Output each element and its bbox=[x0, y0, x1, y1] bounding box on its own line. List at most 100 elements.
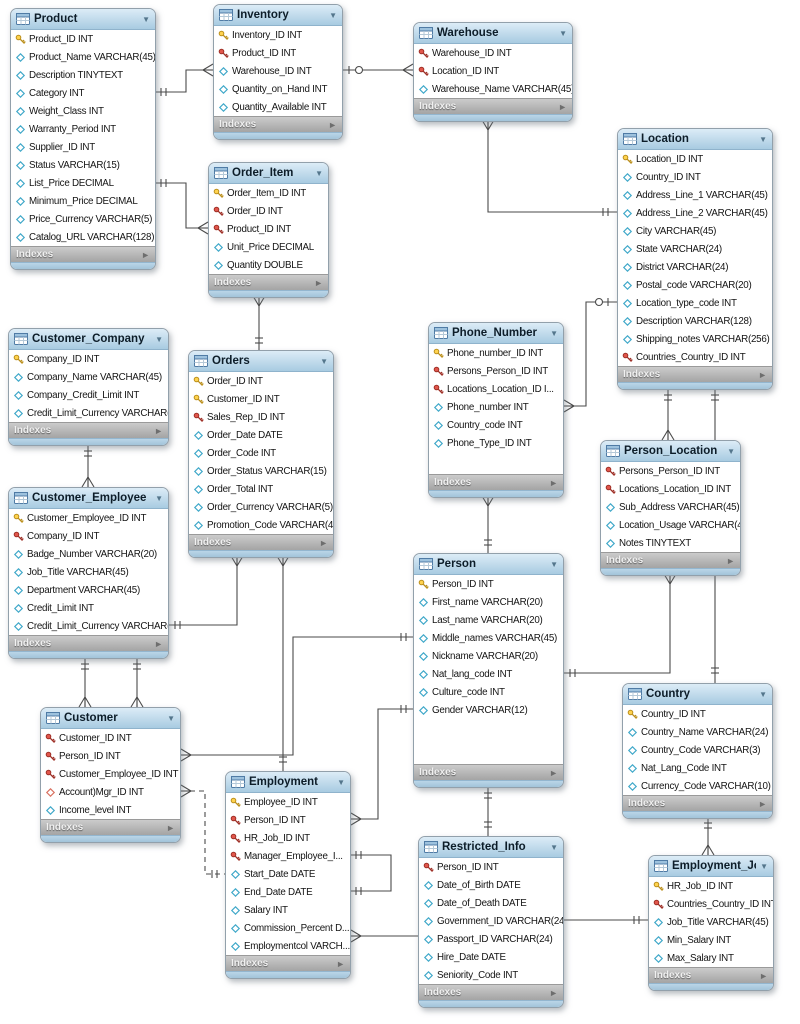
table-header[interactable]: Employment▼ bbox=[226, 772, 350, 793]
table-header[interactable]: Customer_Employee▼ bbox=[9, 488, 168, 509]
expand-icon[interactable]: ► bbox=[558, 101, 567, 112]
relationship-line-product-inventory[interactable] bbox=[156, 69, 213, 93]
column-row[interactable]: Product_ID INT bbox=[209, 220, 328, 238]
column-row[interactable]: Min_Salary INT bbox=[649, 931, 773, 949]
column-row[interactable]: Middle_names VARCHAR(45) bbox=[414, 629, 563, 647]
column-row[interactable]: Company_ID INT bbox=[9, 527, 168, 545]
indexes-bar[interactable]: Indexes► bbox=[41, 819, 180, 835]
column-row[interactable]: Locations_Location_ID INT bbox=[601, 480, 740, 498]
column-row[interactable]: Status VARCHAR(15) bbox=[11, 156, 155, 174]
column-row[interactable]: Persons_Person_ID INT bbox=[429, 362, 563, 380]
column-row[interactable]: Badge_Number VARCHAR(20) bbox=[9, 545, 168, 563]
column-row[interactable]: Hire_Date DATE bbox=[419, 948, 563, 966]
column-row[interactable]: Location_type_code INT bbox=[618, 294, 772, 312]
collapse-icon[interactable]: ▼ bbox=[550, 842, 558, 852]
column-row[interactable]: Warehouse_Name VARCHAR(45) bbox=[414, 80, 572, 98]
indexes-bar[interactable]: Indexes► bbox=[209, 274, 328, 290]
collapse-icon[interactable]: ▼ bbox=[315, 168, 323, 178]
column-row[interactable]: HR_Job_ID INT bbox=[649, 877, 773, 895]
relationship-line-product-order_item[interactable] bbox=[156, 182, 208, 229]
column-row[interactable]: Max_Salary INT bbox=[649, 949, 773, 967]
column-row[interactable]: District VARCHAR(24) bbox=[618, 258, 772, 276]
indexes-bar[interactable]: Indexes► bbox=[214, 116, 342, 132]
column-row[interactable]: Phone_number INT bbox=[429, 398, 563, 416]
column-row[interactable]: Salary INT bbox=[226, 901, 350, 919]
column-row[interactable]: Warehouse_ID INT bbox=[414, 44, 572, 62]
indexes-bar[interactable]: Indexes► bbox=[649, 967, 773, 983]
column-row[interactable]: Location_Usage VARCHAR(4... bbox=[601, 516, 740, 534]
table-header[interactable]: Product▼ bbox=[11, 9, 155, 30]
column-row[interactable]: Account)Mgr_ID INT bbox=[41, 783, 180, 801]
expand-icon[interactable]: ► bbox=[319, 537, 328, 548]
table-header[interactable]: Person_Location▼ bbox=[601, 441, 740, 462]
column-row[interactable]: Location_ID INT bbox=[414, 62, 572, 80]
table-header[interactable]: Order_Item▼ bbox=[209, 163, 328, 184]
collapse-icon[interactable]: ▼ bbox=[759, 134, 767, 144]
indexes-bar[interactable]: Indexes► bbox=[618, 366, 772, 382]
table-header[interactable]: Warehouse▼ bbox=[414, 23, 572, 44]
column-row[interactable]: Date_of_Death DATE bbox=[419, 894, 563, 912]
column-row[interactable]: Customer_ID INT bbox=[41, 729, 180, 747]
table-header[interactable]: Employment_Jobs▼ bbox=[649, 856, 773, 877]
indexes-bar[interactable]: Indexes► bbox=[429, 474, 563, 490]
column-row[interactable]: Product_Name VARCHAR(45) bbox=[11, 48, 155, 66]
column-row[interactable]: Description VARCHAR(128) bbox=[618, 312, 772, 330]
column-row[interactable]: Phone_Type_ID INT bbox=[429, 434, 563, 452]
column-row[interactable]: Nickname VARCHAR(20) bbox=[414, 647, 563, 665]
column-row[interactable]: Commission_Percent D... bbox=[226, 919, 350, 937]
column-row[interactable]: Minimum_Price DECIMAL bbox=[11, 192, 155, 210]
table-header[interactable]: Phone_Number▼ bbox=[429, 323, 563, 344]
column-row[interactable]: End_Date DATE bbox=[226, 883, 350, 901]
table-header[interactable]: Customer_Company▼ bbox=[9, 329, 168, 350]
column-row[interactable]: Employmentcol VARCH... bbox=[226, 937, 350, 955]
table-customer_employee[interactable]: Customer_Employee▼Customer_Employee_ID I… bbox=[8, 487, 169, 659]
column-row[interactable]: Country_ID INT bbox=[618, 168, 772, 186]
column-row[interactable]: Description TINYTEXT bbox=[11, 66, 155, 84]
column-row[interactable]: Order_Total INT bbox=[189, 480, 333, 498]
column-row[interactable]: Job_Title VARCHAR(45) bbox=[649, 913, 773, 931]
column-row[interactable]: Country_code INT bbox=[429, 416, 563, 434]
indexes-bar[interactable]: Indexes► bbox=[414, 98, 572, 114]
expand-icon[interactable]: ► bbox=[549, 767, 558, 778]
column-row[interactable]: Persons_Person_ID INT bbox=[601, 462, 740, 480]
indexes-bar[interactable]: Indexes► bbox=[419, 984, 563, 1000]
column-row[interactable]: Seniority_Code INT bbox=[419, 966, 563, 984]
expand-icon[interactable]: ► bbox=[758, 798, 767, 809]
collapse-icon[interactable]: ▼ bbox=[155, 493, 163, 503]
column-row[interactable]: Person_ID INT bbox=[414, 575, 563, 593]
indexes-bar[interactable]: Indexes► bbox=[601, 552, 740, 568]
expand-icon[interactable]: ► bbox=[154, 638, 163, 649]
expand-icon[interactable]: ► bbox=[336, 958, 345, 969]
indexes-bar[interactable]: Indexes► bbox=[189, 534, 333, 550]
column-row[interactable]: Countries_Country_ID INT bbox=[649, 895, 773, 913]
column-row[interactable]: Credit_Limit_Currency VARCHAR(5) bbox=[9, 617, 168, 635]
column-row[interactable]: Order_Currency VARCHAR(5) bbox=[189, 498, 333, 516]
indexes-bar[interactable]: Indexes► bbox=[11, 246, 155, 262]
column-row[interactable]: HR_Job_ID INT bbox=[226, 829, 350, 847]
column-row[interactable]: Sub_Address VARCHAR(45) bbox=[601, 498, 740, 516]
column-row[interactable]: Government_ID VARCHAR(24) bbox=[419, 912, 563, 930]
column-row[interactable]: Country_ID INT bbox=[623, 705, 772, 723]
expand-icon[interactable]: ► bbox=[549, 477, 558, 488]
column-row[interactable]: Postal_code VARCHAR(20) bbox=[618, 276, 772, 294]
column-row[interactable]: Locations_Location_ID I... bbox=[429, 380, 563, 398]
column-row[interactable]: Weight_Class INT bbox=[11, 102, 155, 120]
column-row[interactable]: Supplier_ID INT bbox=[11, 138, 155, 156]
table-header[interactable]: Country▼ bbox=[623, 684, 772, 705]
collapse-icon[interactable]: ▼ bbox=[320, 356, 328, 366]
column-row[interactable]: Warranty_Period INT bbox=[11, 120, 155, 138]
column-row[interactable]: Credit_Limit INT bbox=[9, 599, 168, 617]
column-row[interactable]: Manager_Employee_I... bbox=[226, 847, 350, 865]
table-header[interactable]: Customer▼ bbox=[41, 708, 180, 729]
column-row[interactable]: Company_ID INT bbox=[9, 350, 168, 368]
